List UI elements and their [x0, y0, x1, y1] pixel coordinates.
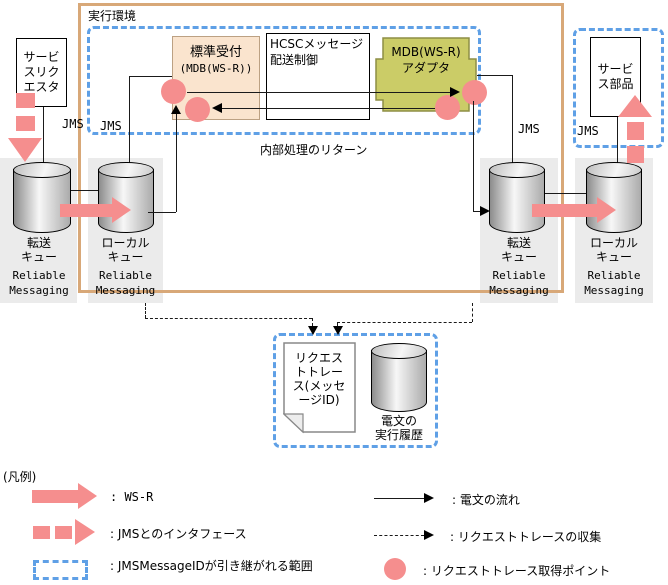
arrowhead-up-into-reception [171, 105, 181, 114]
flow-line-localqueue-up-h [148, 212, 176, 213]
flow-line-reception-left-v [129, 76, 130, 163]
legend-jms-arrow-seg1 [33, 526, 50, 539]
transfer-queue-label-left: 転送 キュー [20, 236, 57, 264]
jms-label-adapter: JMS [518, 122, 540, 136]
flow-line-adapter-right-v [512, 75, 513, 167]
legend-trace-arrow-head [424, 530, 434, 540]
flow-line-localqueue-up-v [176, 113, 177, 212]
flow-line-requester-to-queue [43, 107, 44, 165]
trace-collect-right-stub [472, 303, 473, 322]
hcsc-delivery-control-label: HCSCメッセージ 配送制御 [270, 37, 364, 67]
flow-line-adapter-down-h [473, 211, 480, 212]
internal-return-label: 内部処理のリターン [260, 143, 368, 157]
mdb-adapter-label: MDB(WS-R) アダプタ [391, 45, 461, 75]
flow-line-internal-return [222, 108, 435, 109]
flow-line-reception-left-h [129, 76, 172, 77]
arrowhead-left-internal-return [212, 103, 222, 113]
legend-flow-arrow-head [424, 493, 434, 503]
reliable-messaging-label-4: Reliable Messaging [584, 269, 644, 297]
legend-flow-arrow-line [374, 498, 424, 499]
standard-reception-sub: (MDB(WS-R)) [179, 62, 253, 75]
jms-arrow-down-seg1 [16, 93, 35, 108]
jms-label-requester: JMS [62, 117, 84, 131]
legend-wsr-arrow-swatch [32, 490, 78, 503]
legend-wsr-label: : WS-R [110, 490, 154, 504]
message-history-cylinder [371, 343, 427, 412]
wsr-arrow-left-head [112, 197, 131, 223]
standard-reception-title: 標準受付 [189, 45, 242, 60]
service-requester-label: サービ スリク エスタ [23, 50, 60, 94]
hcsc-delivery-control-box: HCSCメッセージ 配送制御 [266, 33, 370, 120]
reliable-messaging-label-1: Reliable Messaging [9, 269, 69, 297]
legend-scope-swatch [33, 560, 88, 580]
request-trace-document [283, 342, 356, 434]
flow-line-queue4-to-component [617, 117, 618, 165]
flow-line-queue1-queue2 [71, 190, 98, 191]
reliable-messaging-label-3: Reliable Messaging [489, 269, 549, 297]
trace-point-circle-adapter-in [462, 80, 487, 105]
execution-environment-frame [78, 3, 564, 293]
legend-jms-arrow-seg2 [55, 526, 72, 539]
jmsmessageid-scope-trace [273, 333, 438, 448]
execution-environment-label: 実行環境 [88, 9, 137, 23]
flow-line-reception-to-adapter [187, 92, 450, 93]
flow-line-queue3-queue4 [545, 193, 586, 194]
jms-arrow-down-seg2 [16, 116, 35, 131]
wsr-arrow-left-body [60, 204, 112, 217]
transfer-queue-cylinder-left [13, 162, 71, 233]
flow-line-adapter-down-v [473, 101, 474, 211]
trace-collect-left-v [312, 318, 313, 326]
legend-scope-label: : JMSMessageIDが引き継がれる範囲 [110, 559, 313, 573]
legend-trace-collection-label: : リクエストトレースの収集 [450, 530, 602, 544]
jms-arrow-up-head [618, 95, 652, 117]
reliable-messaging-label-2: Reliable Messaging [95, 269, 156, 297]
arrowhead-right-into-adapter [450, 87, 460, 97]
wsr-arrow-right-body [532, 204, 597, 217]
trace-point-circle-reception-in [161, 79, 186, 104]
jms-label-reception: JMS [100, 119, 122, 133]
legend-title: (凡例) [3, 470, 37, 484]
legend-trace-point-swatch [384, 558, 406, 580]
flow-line-adapter-right-h [477, 75, 512, 76]
jms-arrow-down-head [8, 138, 42, 162]
service-requester-box: サービ スリク エスタ [16, 38, 67, 107]
arrowhead-right-into-queue3 [480, 206, 490, 216]
local-queue-label-left: ローカル キュー [101, 236, 150, 264]
transfer-queue-label-right: 転送 キュー [500, 236, 537, 264]
arrowhead-down-trace-right [333, 326, 343, 335]
legend-wsr-arrow-head [78, 483, 97, 509]
trace-point-circle-reception-return [185, 97, 210, 122]
jms-arrow-up-seg2 [627, 146, 644, 163]
legend-jms-arrow-head [75, 519, 95, 545]
trace-collect-left-h [145, 318, 312, 319]
local-queue-label-right: ローカル キュー [589, 236, 638, 264]
jmsmessageid-scope-right [573, 28, 664, 148]
trace-collect-right-h [337, 322, 472, 323]
trace-point-circle-adapter-return [435, 95, 460, 120]
request-trace-label: リクエス トトレー ス(メッセ ージID) [292, 351, 346, 407]
legend-trace-arrow-line [374, 535, 424, 536]
transfer-queue-cylinder-right [489, 162, 545, 233]
legend-jms-interface-label: : JMSとのインタフェース [110, 527, 247, 541]
jms-arrow-up-seg1 [627, 122, 644, 140]
legend-trace-point-label: : リクエストトレース取得ポイント [423, 564, 611, 578]
jms-label-component: JMS [577, 124, 599, 138]
arrowhead-down-trace-left [308, 326, 318, 335]
message-history-label: 電文の 実行履歴 [374, 414, 423, 442]
wsr-arrow-right-head [597, 197, 616, 223]
trace-collect-left-stub [145, 303, 146, 318]
service-component-label: サービ ス部品 [597, 62, 634, 91]
trace-collect-right-v [337, 322, 338, 326]
legend-flow-label: : 電文の流れ [452, 493, 520, 507]
